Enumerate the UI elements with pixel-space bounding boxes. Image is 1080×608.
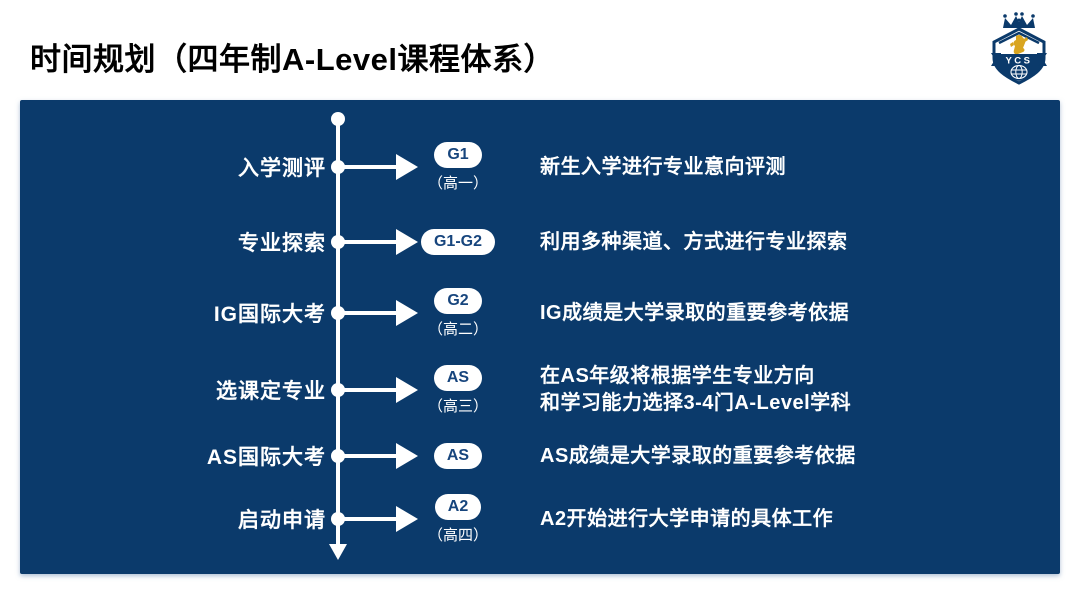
stage-description: 新生入学进行专业意向评测 xyxy=(540,129,1050,205)
grade-pill: G1 xyxy=(434,141,482,168)
arrow-right-icon xyxy=(396,377,418,403)
grade-pill: A2 xyxy=(434,493,482,520)
description-line: A2开始进行大学申请的具体工作 xyxy=(540,507,834,530)
stage-label: 专业探索 xyxy=(238,232,326,255)
grade-sub-label: （高三） xyxy=(427,397,488,415)
stage-label: AS国际大考 xyxy=(206,446,326,469)
grade-pill-group: AS （高三） xyxy=(418,352,498,428)
timeline-end-arrow-icon xyxy=(329,544,347,560)
stage-description: AS成绩是大学录取的重要参考依据 xyxy=(540,418,1050,494)
description-line: 利用多种渠道、方式进行专业探索 xyxy=(540,230,848,253)
grade-sub-label: （高二） xyxy=(427,320,488,338)
timeline-row-course-selection: 选课定专业 AS （高三） 在AS年级将根据学生专业方向 和学习能力选择3-4门… xyxy=(20,352,1060,428)
grade-pill-group: AS xyxy=(418,418,498,494)
grade-pill: G2 xyxy=(434,287,482,314)
arrow-right-icon xyxy=(396,229,418,255)
description-line: 在AS年级将根据学生专业方向 xyxy=(540,365,815,387)
grade-sub-label: （高一） xyxy=(427,174,488,192)
description-line: AS成绩是大学录取的重要参考依据 xyxy=(540,444,856,467)
grade-pill-group: A2 （高四） xyxy=(418,481,498,557)
description-line: 和学习能力选择3-4门A-Level学科 xyxy=(540,392,852,414)
connector-line xyxy=(338,165,396,169)
connector-line xyxy=(338,388,396,392)
arrow-right-icon xyxy=(396,506,418,532)
grade-pill: AS xyxy=(433,443,483,469)
grade-sub-label: （高四） xyxy=(427,526,488,544)
stage-label: 入学测评 xyxy=(238,157,326,180)
stage-label: IG国际大考 xyxy=(213,303,326,326)
timeline-row-major-exploration: 专业探索 G1-G2 利用多种渠道、方式进行专业探索 xyxy=(20,204,1060,280)
stage-description: A2开始进行大学申请的具体工作 xyxy=(540,481,1050,557)
timeline-row-ig-exam: IG国际大考 G2 （高二） IG成绩是大学录取的重要参考依据 xyxy=(20,275,1060,351)
timeline-panel: 入学测评 G1 （高一） 新生入学进行专业意向评测 专业探索 G1-G2 利 xyxy=(20,100,1060,574)
grade-pill: AS xyxy=(433,364,483,391)
arrow-right-icon xyxy=(396,443,418,469)
globe-icon xyxy=(997,64,1041,81)
grade-pill-group: G1 （高一） xyxy=(418,129,498,205)
timeline-row-admission-test: 入学测评 G1 （高一） 新生入学进行专业意向评测 xyxy=(20,129,1060,205)
stage-label: 启动申请 xyxy=(238,509,326,532)
crown-icon xyxy=(1003,12,1035,28)
lion-icon xyxy=(1010,34,1028,55)
connector-line xyxy=(338,517,396,521)
stage-description: 在AS年级将根据学生专业方向 和学习能力选择3-4门A-Level学科 xyxy=(540,352,1050,428)
connector-line xyxy=(338,311,396,315)
page-title: 时间规划（四年制A-Level课程体系） xyxy=(30,42,555,77)
connector-line xyxy=(338,454,396,458)
name-banner: YCS xyxy=(991,53,1047,67)
arrow-right-icon xyxy=(396,154,418,180)
stage-description: 利用多种渠道、方式进行专业探索 xyxy=(540,204,1050,280)
stage-description: IG成绩是大学录取的重要参考依据 xyxy=(540,275,1050,351)
description-line: 新生入学进行专业意向评测 xyxy=(540,155,786,178)
grade-pill-group: G1-G2 xyxy=(418,204,498,280)
crest-text: YCS xyxy=(1005,56,1032,67)
ycs-crest-logo: YCS xyxy=(991,12,1047,85)
timeline-axis xyxy=(336,116,340,548)
description-line: IG成绩是大学录取的重要参考依据 xyxy=(540,301,850,324)
stage-label: 选课定专业 xyxy=(216,380,326,403)
connector-line xyxy=(338,240,396,244)
shield-icon: YCS xyxy=(991,27,1047,85)
arrow-right-icon xyxy=(396,300,418,326)
timeline-row-application-start: 启动申请 A2 （高四） A2开始进行大学申请的具体工作 xyxy=(20,481,1060,557)
timeline-row-as-exam: AS国际大考 AS AS成绩是大学录取的重要参考依据 xyxy=(20,418,1060,494)
grade-pill: G1-G2 xyxy=(420,229,495,255)
grade-pill-group: G2 （高二） xyxy=(418,275,498,351)
